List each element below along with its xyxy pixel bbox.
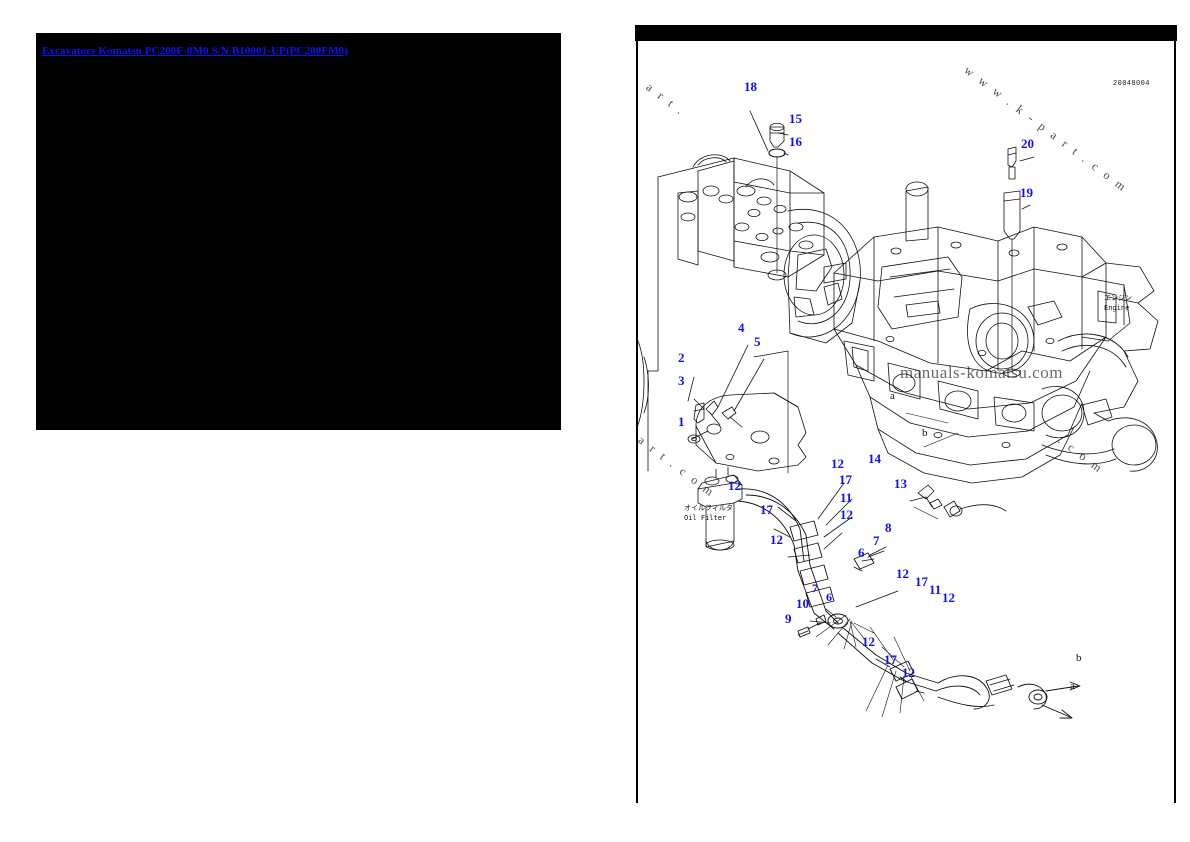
callout-16: 16 [789,134,802,149]
callout-17-b: 17 [760,502,773,517]
callout-17-c: 17 [915,574,928,589]
callout-11-b: 11 [929,582,942,597]
section-mark-b-right: b [1076,652,1082,664]
callout-7-a: 7 [873,533,880,548]
callout-12-c: 12 [840,507,853,522]
callout-1: 1 [678,414,685,429]
callout-2: 2 [678,350,685,365]
catalog-title-link[interactable]: Excavators Komatsu PC200F-8M0 S/N B10001… [42,45,348,57]
callout-14: 14 [868,451,881,466]
engine-label-en: Engine [1104,304,1130,312]
page-code-number: 20048004 [1113,80,1150,88]
callout-8: 8 [885,520,892,535]
callout-12-h: 12 [902,665,915,680]
callout-12-d: 12 [770,532,783,547]
callout-3: 3 [678,373,685,388]
section-mark-a-upper: a [890,390,895,402]
callout-6-b: 6 [826,590,832,604]
callout-12-f: 12 [942,590,955,605]
callout-12-e: 12 [896,566,909,581]
callout-13: 13 [894,476,907,491]
callout-4: 4 [738,320,745,335]
page-top-black-bar [635,25,1177,41]
callout-9: 9 [785,611,792,626]
exploded-parts-drawing [638,41,1174,803]
callout-12-g: 12 [862,634,875,649]
callout-15: 15 [789,111,802,126]
callout-10: 10 [796,596,809,611]
oil-filter-label-en: Oil Filter [684,514,727,522]
catalog-viewer-panel: Excavators Komatsu PC200F-8M0 S/N B10001… [36,33,561,430]
oil-filter-label-jp: オイルフィルタ [684,504,733,512]
callout-6-a: 6 [858,545,865,560]
callout-20: 20 [1021,136,1034,151]
page-border-right [1174,41,1176,803]
callout-12-a: 12 [831,456,844,471]
parts-diagram-page: 20048004 w w w . k - p a r t . c o m a r… [632,25,1177,803]
callout-11-a: 11 [840,490,853,505]
callout-18: 18 [744,79,757,94]
section-mark-b-upper: b [922,427,928,439]
callout-12-b: 12 [728,478,741,493]
engine-label-jp: エンジン [1104,294,1132,302]
callout-17-d: 17 [884,652,897,667]
callout-19: 19 [1020,185,1033,200]
section-mark-a-right: a [1070,680,1075,692]
page-border-left [636,41,638,803]
callout-5: 5 [754,334,761,349]
callout-7-b: 7 [812,581,818,595]
callout-17-a: 17 [839,472,852,487]
